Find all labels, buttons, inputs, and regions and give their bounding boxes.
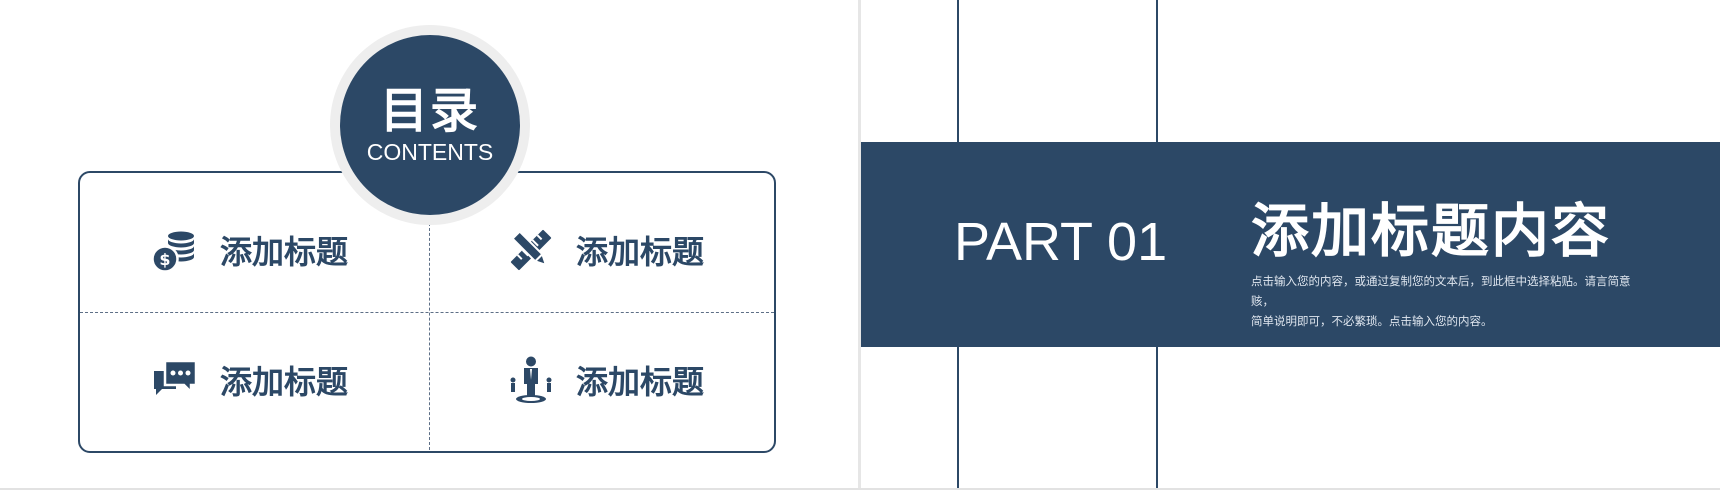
toc-item-label: 添加标题 — [220, 363, 349, 401]
section-description[interactable]: 点击输入您的内容，或通过复制您的文本后，到此框中选择粘贴。请言简意赅， 简单说明… — [1251, 271, 1651, 331]
ruler-pencil-icon — [510, 229, 552, 271]
description-line: 简单说明即可，不必繁琐。点击输入您的内容。 — [1251, 314, 1493, 328]
toc-divider-horizontal — [80, 312, 774, 313]
toc-item-2[interactable]: 添加标题 — [506, 225, 704, 275]
toc-title-badge: 目录 CONTENTS — [340, 35, 520, 215]
toc-item-label: 添加标题 — [220, 233, 349, 271]
toc-item-label: 添加标题 — [576, 363, 705, 401]
section-heading[interactable]: 添加标题内容 — [1251, 197, 1612, 265]
toc-item-label: 添加标题 — [576, 233, 705, 271]
businessman-icon — [510, 356, 552, 403]
toc-divider-vertical — [429, 218, 430, 450]
description-line: 点击输入您的内容，或通过复制您的文本后，到此框中选择粘贴。请言简意赅， — [1251, 274, 1631, 308]
bottom-edge — [0, 488, 1720, 490]
section-slide: PART 01 添加标题内容 点击输入您的内容，或通过复制您的文本后，到此框中选… — [861, 0, 1720, 490]
toc-item-4[interactable]: 添加标题 — [506, 355, 704, 405]
toc-title-en: CONTENTS — [366, 139, 494, 165]
svg-text:$: $ — [159, 250, 170, 269]
coins-icon: $ — [151, 231, 194, 273]
toc-title-cn: 目录 — [379, 83, 480, 139]
toc-item-3[interactable]: 添加标题 — [150, 355, 348, 405]
toc-item-1[interactable]: $ 添加标题 — [150, 225, 348, 275]
slide-separator — [858, 0, 861, 490]
part-label: PART 01 — [954, 212, 1168, 272]
title-band — [861, 142, 1720, 347]
toc-slide: 目录 CONTENTS $ 添加标题 — [0, 0, 858, 490]
chat-bubbles-icon — [154, 359, 198, 396]
